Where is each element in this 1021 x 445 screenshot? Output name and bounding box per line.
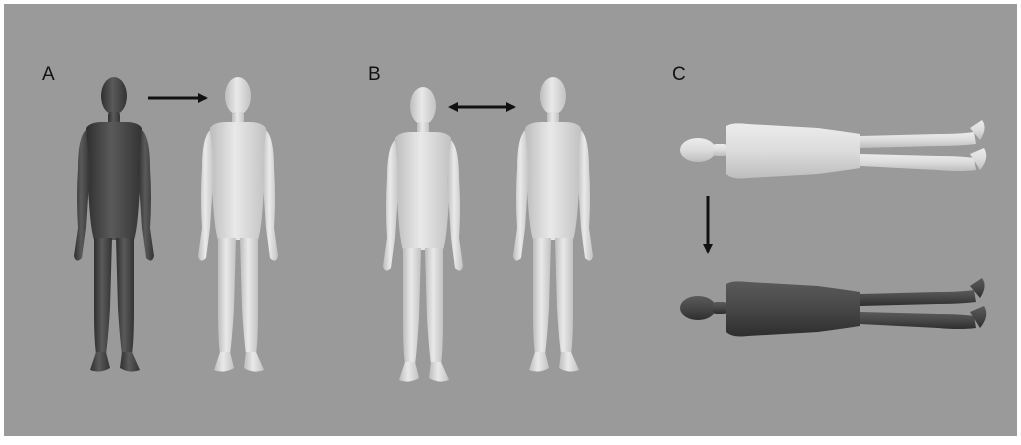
figure-background <box>4 4 1017 436</box>
panel-label-c: C <box>672 65 686 84</box>
panel-label-a: A <box>42 65 55 84</box>
panel-label-b: B <box>368 65 381 84</box>
